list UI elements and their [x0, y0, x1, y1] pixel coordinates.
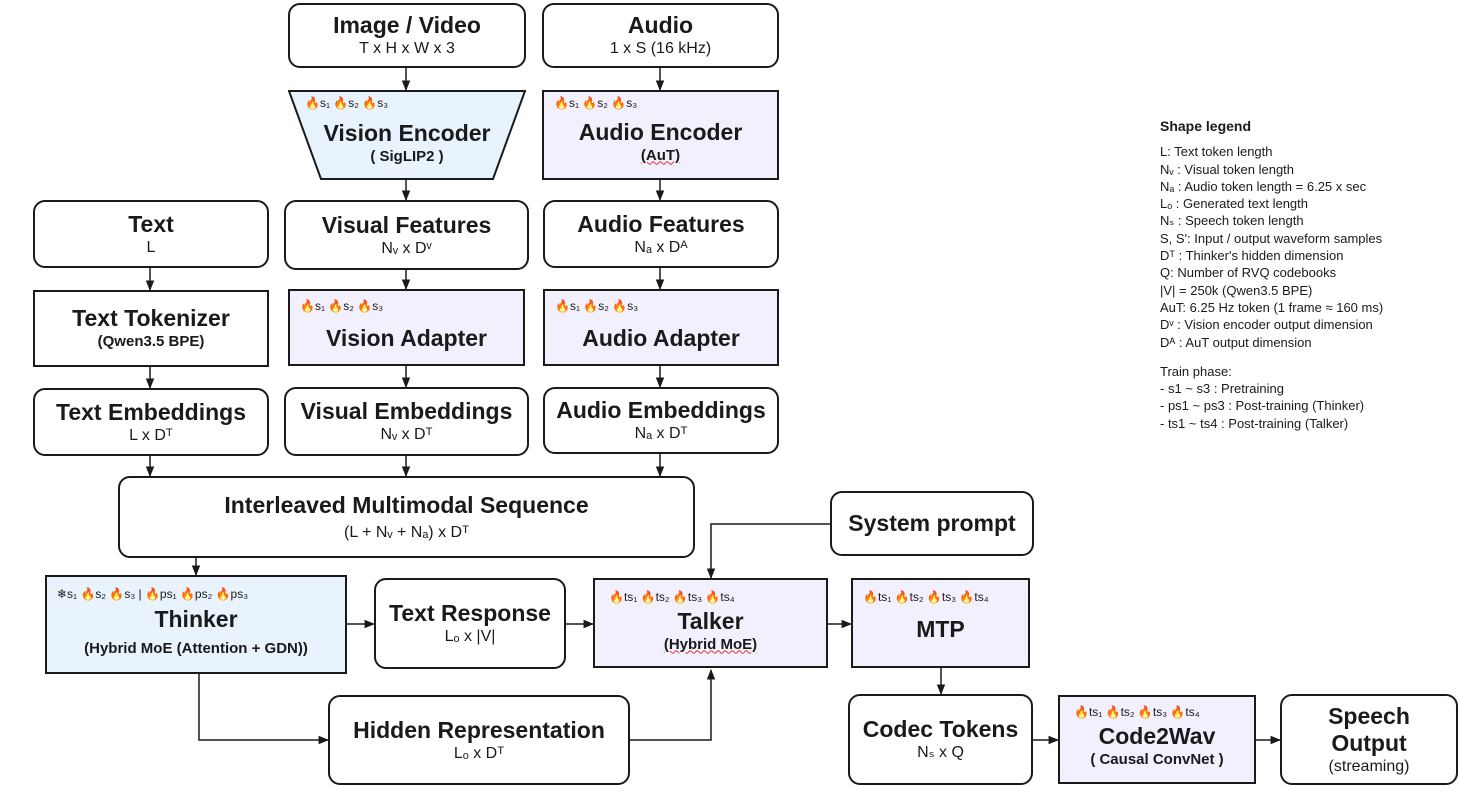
visual-embeddings-shape: Nᵥ x Dᵀ — [380, 426, 433, 443]
legend-item: Nₛ : Speech token length — [1160, 213, 1304, 229]
text-response-title: Text Response — [389, 600, 551, 626]
arrow-thinker-to-hidden-representation — [198, 674, 330, 745]
vision-encoder-title: Vision Encoder — [323, 119, 491, 146]
speech-output-note: (streaming) — [1328, 757, 1410, 775]
code2wav-architecture: ( Causal ConvNet ) — [1090, 751, 1224, 768]
visual-embeddings-box: Visual Embeddings Nᵥ x Dᵀ — [284, 387, 529, 456]
audio-embeddings-title: Audio Embeddings — [556, 397, 766, 423]
legend-item: Dᵀ : Thinker's hidden dimension — [1160, 248, 1344, 264]
hidden-representation-box: Hidden Representation Lₒ x Dᵀ — [328, 695, 630, 785]
system-prompt-title: System prompt — [848, 510, 1016, 536]
legend-item: AuT: 6.25 Hz token (1 frame ≈ 160 ms) — [1160, 299, 1384, 315]
speech-output-title-line1: Speech — [1328, 702, 1410, 729]
text-input-box: Text L — [33, 200, 269, 268]
thinker-badges: ❄s₁ 🔥s₂ 🔥s₃ | 🔥ps₁ 🔥ps₂ 🔥ps₃ — [57, 587, 249, 601]
text-embeddings-shape: L x Dᵀ — [129, 426, 173, 444]
speech-output-title-line2: Output — [1331, 729, 1407, 756]
audio-encoder-badges: 🔥s₁ 🔥s₂ 🔥s₃ — [554, 96, 638, 110]
audio-encoder-title: Audio Encoder — [578, 118, 743, 145]
legend-title: Shape legend — [1160, 118, 1252, 134]
talker-box: 🔥ts₁ 🔥ts₂ 🔥ts₃ 🔥ts₄ Talker (Hybrid MoE) — [593, 578, 828, 668]
legend-item: Nₐ : Audio token length = 6.25 x sec — [1160, 178, 1367, 194]
train-phase-item: - s1 ~ s3 : Pretraining — [1160, 381, 1284, 397]
legend-item: S, S': Input / output waveform samples — [1160, 230, 1383, 246]
text-embeddings-box: Text Embeddings L x Dᵀ — [33, 388, 269, 456]
thinker-architecture: (Hybrid MoE (Attention + GDN)) — [84, 640, 308, 657]
audio-features-title: Audio Features — [577, 210, 745, 237]
audio-embeddings-box: Audio Embeddings Nₐ x Dᵀ — [543, 387, 779, 454]
image-video-input-box: Image / Video T x H x W x 3 — [288, 3, 526, 68]
thinker-box: ❄s₁ 🔥s₂ 🔥s₃ | 🔥ps₁ 🔥ps₂ 🔥ps₃ Thinker (Hy… — [45, 575, 347, 674]
text-title: Text — [128, 210, 174, 237]
codec-tokens-title: Codec Tokens — [862, 716, 1019, 742]
vision-adapter-title: Vision Adapter — [325, 325, 488, 351]
talker-title: Talker — [677, 607, 744, 634]
text-response-box: Text Response Lₒ x |V| — [374, 578, 566, 669]
hidden-representation-title: Hidden Representation — [353, 716, 605, 743]
sequence-shape: (L + Nᵥ + Nₐ) x Dᵀ — [344, 523, 469, 541]
visual-embeddings-title: Visual Embeddings — [300, 398, 513, 424]
image-video-title: Image / Video — [333, 12, 481, 38]
text-embeddings-title: Text Embeddings — [56, 398, 246, 425]
audio-features-box: Audio Features Nₐ x Dᴬ — [543, 200, 779, 268]
text-tokenizer-box: Text Tokenizer (Qwen3.5 BPE) — [33, 290, 269, 367]
talker-badges: 🔥ts₁ 🔥ts₂ 🔥ts₃ 🔥ts₄ — [609, 590, 735, 604]
visual-features-box: Visual Features Nᵥ x Dᵛ — [284, 200, 529, 270]
speech-output-box: Speech Output (streaming) — [1280, 694, 1458, 785]
legend-item: Dᵛ : Vision encoder output dimension — [1160, 317, 1373, 333]
audio-title: Audio — [627, 12, 694, 38]
thinker-title: Thinker — [154, 606, 238, 632]
mtp-badges: 🔥ts₁ 🔥ts₂ 🔥ts₃ 🔥ts₄ — [863, 590, 989, 604]
train-phase-title: Train phase: — [1160, 363, 1232, 379]
codec-tokens-shape: Nₛ x Q — [917, 744, 964, 761]
vision-encoder-trapezoid — [288, 90, 526, 180]
vision-adapter-box: 🔥s₁ 🔥s₂ 🔥s₃ Vision Adapter — [288, 289, 525, 366]
mtp-title: MTP — [916, 615, 965, 642]
text-shape: L — [146, 238, 156, 256]
audio-embeddings-shape: Nₐ x Dᵀ — [634, 425, 688, 442]
train-phase-item: - ps1 ~ ps3 : Post-training (Thinker) — [1160, 398, 1365, 414]
image-video-shape: T x H x W x 3 — [359, 40, 455, 57]
legend-item: Q: Number of RVQ codebooks — [1160, 265, 1337, 281]
system-prompt-box: System prompt — [830, 491, 1034, 556]
visual-features-shape: Nᵥ x Dᵛ — [381, 239, 432, 257]
audio-shape: 1 x S (16 kHz) — [609, 40, 712, 57]
code2wav-box: 🔥ts₁ 🔥ts₂ 🔥ts₃ 🔥ts₄ Code2Wav ( Causal Co… — [1058, 695, 1256, 784]
vision-encoder-badges: 🔥s₁ 🔥s₂ 🔥s₃ — [305, 96, 389, 110]
legend-item: |V| = 250k (Qwen3.5 BPE) — [1160, 282, 1313, 298]
arrow-system-prompt-to-talker — [706, 523, 830, 580]
text-tokenizer-model: (Qwen3.5 BPE) — [97, 333, 205, 350]
codec-tokens-box: Codec Tokens Nₛ x Q — [848, 694, 1033, 785]
code2wav-badges: 🔥ts₁ 🔥ts₂ 🔥ts₃ 🔥ts₄ — [1074, 705, 1200, 719]
arrow-hidden-representation-to-talker — [630, 668, 716, 741]
audio-encoder-box: 🔥s₁ 🔥s₂ 🔥s₃ Audio Encoder (AuT) — [542, 90, 779, 180]
sequence-title: Interleaved Multimodal Sequence — [224, 491, 589, 518]
visual-features-title: Visual Features — [321, 211, 492, 238]
text-tokenizer-title: Text Tokenizer — [72, 305, 230, 331]
legend-item: L: Text token length — [1160, 144, 1273, 160]
audio-adapter-box: 🔥s₁ 🔥s₂ 🔥s₃ Audio Adapter — [543, 289, 779, 366]
audio-features-shape: Nₐ x Dᴬ — [634, 238, 688, 256]
audio-input-box: Audio 1 x S (16 kHz) — [542, 3, 779, 68]
legend-item: Lₒ : Generated text length — [1160, 196, 1309, 212]
mtp-box: 🔥ts₁ 🔥ts₂ 🔥ts₃ 🔥ts₄ MTP — [851, 578, 1030, 668]
text-response-shape: Lₒ x |V| — [444, 628, 496, 645]
code2wav-title: Code2Wav — [1098, 723, 1216, 749]
train-phase-item: - ts1 ~ ts4 : Post-training (Talker) — [1160, 415, 1349, 431]
audio-adapter-title: Audio Adapter — [582, 325, 740, 351]
audio-adapter-badges: 🔥s₁ 🔥s₂ 🔥s₃ — [555, 299, 639, 313]
interleaved-sequence-box: Interleaved Multimodal Sequence (L + Nᵥ … — [118, 476, 695, 558]
hidden-representation-shape: Lₒ x Dᵀ — [453, 744, 505, 762]
audio-encoder-model: (AuT) — [640, 146, 681, 164]
legend-item: Nᵥ : Visual token length — [1160, 161, 1295, 177]
shape-legend: Shape legend L: Text token length Nᵥ : V… — [1160, 118, 1383, 432]
talker-architecture: (Hybrid MoE) — [663, 635, 758, 653]
vision-adapter-badges: 🔥s₁ 🔥s₂ 🔥s₃ — [300, 299, 384, 313]
vision-encoder-model: ( SigLIP2 ) — [370, 147, 444, 165]
legend-item: Dᴬ : AuT output dimension — [1160, 334, 1312, 350]
vision-encoder-box: Vision Encoder ( SigLIP2 ) — [288, 90, 526, 180]
